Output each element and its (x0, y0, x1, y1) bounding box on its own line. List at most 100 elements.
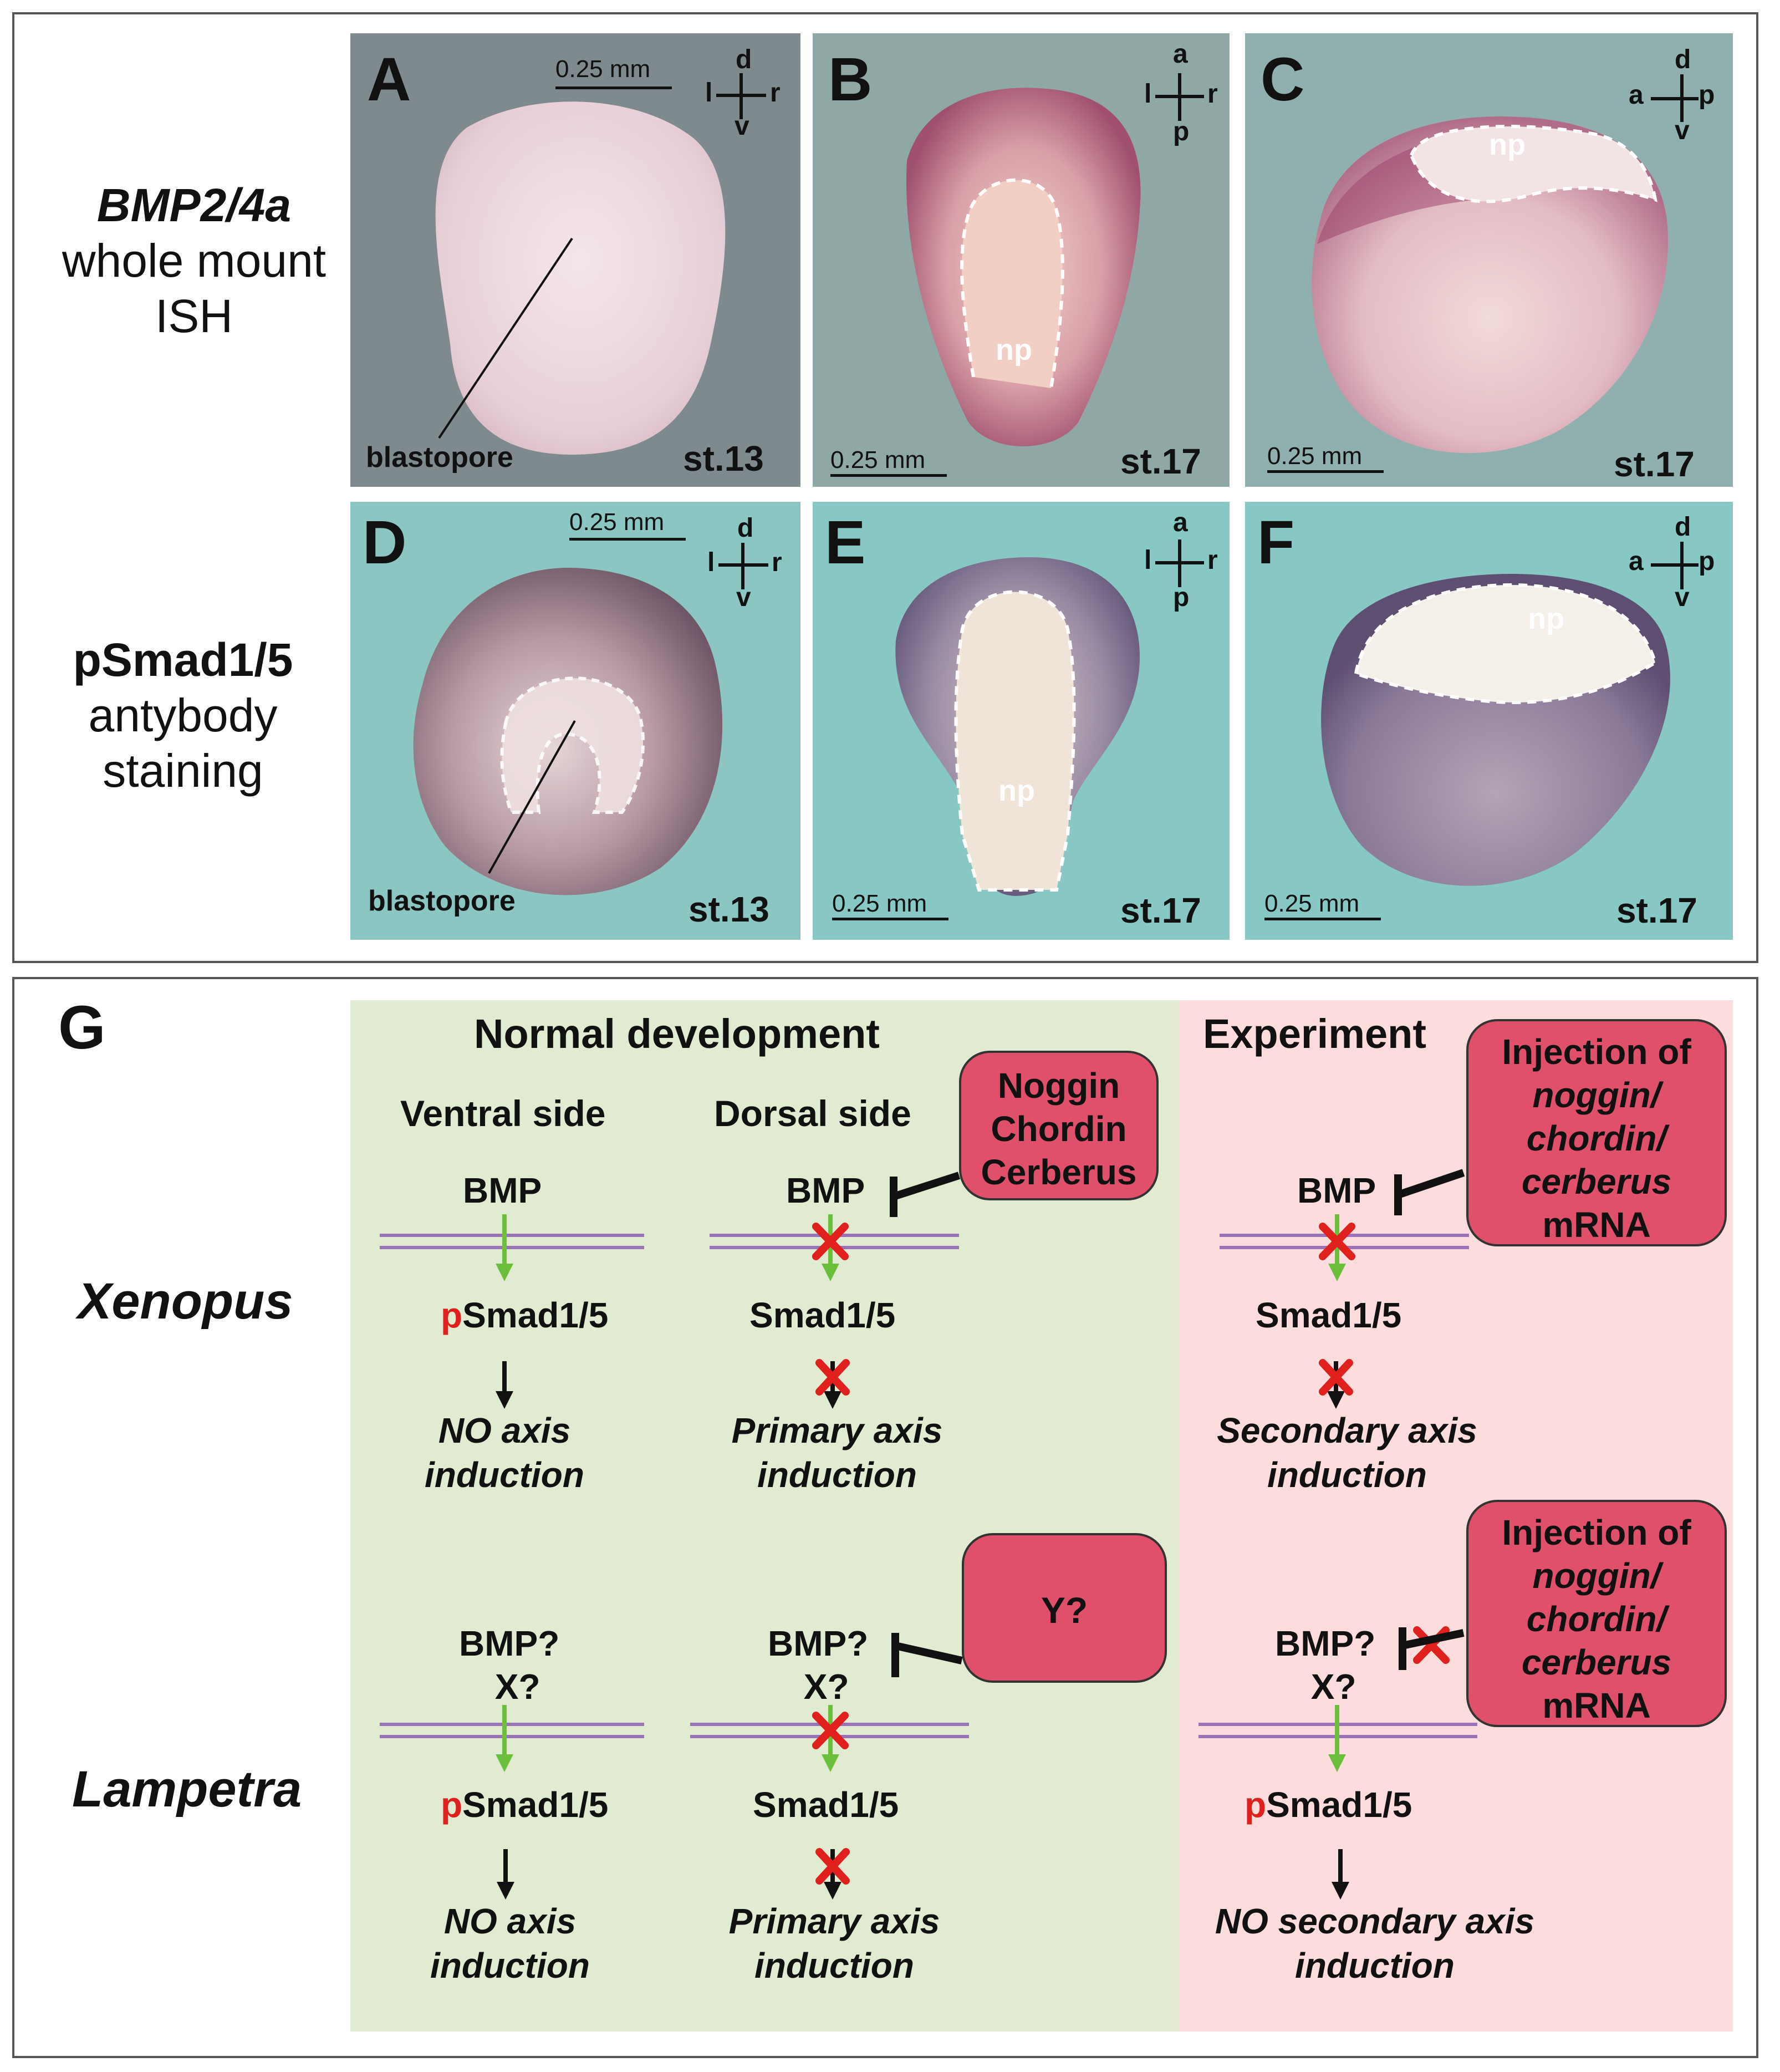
stage-label: st.17 (1614, 444, 1695, 484)
injection-line: cerberus (1521, 1642, 1672, 1682)
outcome-line: Secondary axis (1217, 1411, 1477, 1450)
bmp-question: BMP? (768, 1623, 869, 1663)
panel-letter: E (825, 508, 866, 577)
axis-right: p (1699, 547, 1715, 576)
inhibitor-noggin: Noggin (997, 1066, 1120, 1106)
gene-name: BMP2/4a (96, 179, 292, 231)
inhibitor-chordin: Chordin (991, 1109, 1127, 1149)
psmad-label: pSmad1/5 (1245, 1784, 1412, 1825)
stage-label: st.17 (1616, 890, 1697, 930)
smad-label: Smad1/5 (1256, 1295, 1402, 1335)
ventral-side-label: Ventral side (400, 1093, 606, 1134)
protein-name: pSmad1/5 (73, 634, 293, 686)
outcome-line: induction (754, 1946, 914, 1986)
method-line: whole mount (62, 235, 327, 287)
stage-label: st.13 (688, 889, 769, 929)
panel-f: F np 0.25 mm st.17 d a p v (1245, 502, 1733, 940)
psmad-label: pSmad1/5 (441, 1784, 608, 1825)
axis-top: d (736, 45, 752, 74)
method-line: ISH (155, 290, 233, 342)
outcome-line: induction (1267, 1455, 1427, 1495)
axis-right: p (1699, 80, 1715, 110)
axis-right: r (1207, 79, 1218, 109)
smad-name: Smad1/5 (462, 1295, 609, 1335)
outcome-line: Primary axis (731, 1411, 943, 1450)
panel-c: C np 0.25 mm st.17 d a p v (1245, 33, 1733, 487)
axis-right: r (772, 548, 782, 577)
inhibition-bar (1399, 1627, 1465, 1670)
injection-line: mRNA (1542, 1205, 1651, 1245)
axis-left: l (705, 78, 713, 108)
inhibition-bar (891, 1633, 963, 1677)
bmp-question: BMP? (1275, 1623, 1376, 1663)
outcome-line: induction (425, 1455, 584, 1495)
blastopore-label: blastopore (366, 441, 513, 474)
scale-bar (1264, 918, 1381, 920)
phospho-prefix: p (1245, 1785, 1267, 1825)
outcome-line: induction (430, 1946, 590, 1986)
scale-bar-label: 0.25 mm (1264, 890, 1360, 917)
smad-name: Smad1/5 (1266, 1785, 1412, 1825)
phospho-prefix: p (441, 1295, 463, 1335)
scale-bar-label: 0.25 mm (569, 508, 665, 536)
outcome-line: NO axis (443, 1901, 577, 1941)
panel-letter: G (58, 994, 106, 1062)
block-cross (815, 1848, 850, 1885)
membrane-lampetra-ventral (380, 1723, 644, 1738)
axis-left: l (1144, 79, 1152, 109)
x-question: X? (494, 1667, 540, 1707)
injection-line: Injection of (1502, 1513, 1691, 1552)
outcome-line: NO axis (438, 1411, 571, 1450)
scale-bar (569, 538, 686, 541)
scale-bar (555, 86, 672, 89)
neural-plate-label: np (998, 774, 1035, 807)
inhibition-bar (1394, 1169, 1465, 1215)
blastopore-label: blastopore (368, 885, 516, 917)
embryo-image-c (1312, 116, 1669, 454)
panel-d: D 0.25 mm blastopore st.13 d l r v (350, 502, 800, 940)
membrane-xenopus-ventral (380, 1234, 644, 1249)
panel-letter: B (828, 45, 873, 114)
dorsal-side-label: Dorsal side (714, 1093, 911, 1134)
panel-letter: C (1261, 45, 1305, 114)
species-lampetra: Lampetra (72, 1761, 302, 1818)
outcome-no-axis: NO axis induction (405, 1899, 615, 1988)
x-question: X? (1310, 1667, 1356, 1707)
neural-plate-label: np (996, 333, 1032, 366)
injection-line: noggin/ (1532, 1556, 1661, 1596)
outcome-line: NO secondary axis (1215, 1901, 1535, 1941)
inhibitor-cerberus: Cerberus (981, 1152, 1137, 1192)
smad-label: Smad1/5 (749, 1295, 896, 1335)
outcome-no-axis: NO axis induction (399, 1408, 610, 1497)
injection-box-lampetra: Injection of noggin/ chordin/ cerberus m… (1466, 1500, 1727, 1727)
axis-cross (1651, 74, 1699, 122)
axis-left: a (1629, 547, 1644, 576)
panel-e: E np 0.25 mm st.17 a l r p (813, 502, 1230, 940)
injection-line: chordin/ (1526, 1599, 1667, 1639)
neural-plate-label: np (1489, 128, 1526, 161)
embryo-image-e (895, 557, 1140, 896)
block-cross (815, 1359, 850, 1396)
panel-a: A 0.25 mm blastopore st.13 d l r v (350, 33, 800, 487)
axis-bottom: p (1173, 583, 1190, 612)
bmp-uncertain-label: BMP?X? (768, 1622, 868, 1708)
smad-label: Smad1/5 (753, 1785, 899, 1825)
axis-cross (1155, 539, 1204, 587)
axis-right: r (1207, 546, 1218, 575)
row-label-bmp: BMP2/4a whole mount ISH (33, 177, 355, 344)
method-line: staining (103, 745, 263, 797)
injection-box-xenopus: Injection of noggin/ chordin/ cerberus m… (1466, 1019, 1727, 1246)
axis-top: a (1173, 39, 1188, 69)
embryo-image-d (413, 567, 723, 895)
embryo-image-b (906, 88, 1141, 447)
axis-cross (1651, 542, 1699, 589)
stage-label: st.17 (1120, 441, 1201, 481)
block-cross (1319, 1359, 1353, 1396)
axis-top: d (737, 513, 754, 543)
x-question: X? (803, 1667, 849, 1707)
injection-line: chordin/ (1526, 1118, 1667, 1158)
axis-left: l (707, 548, 715, 577)
panel-letter: F (1257, 508, 1295, 577)
